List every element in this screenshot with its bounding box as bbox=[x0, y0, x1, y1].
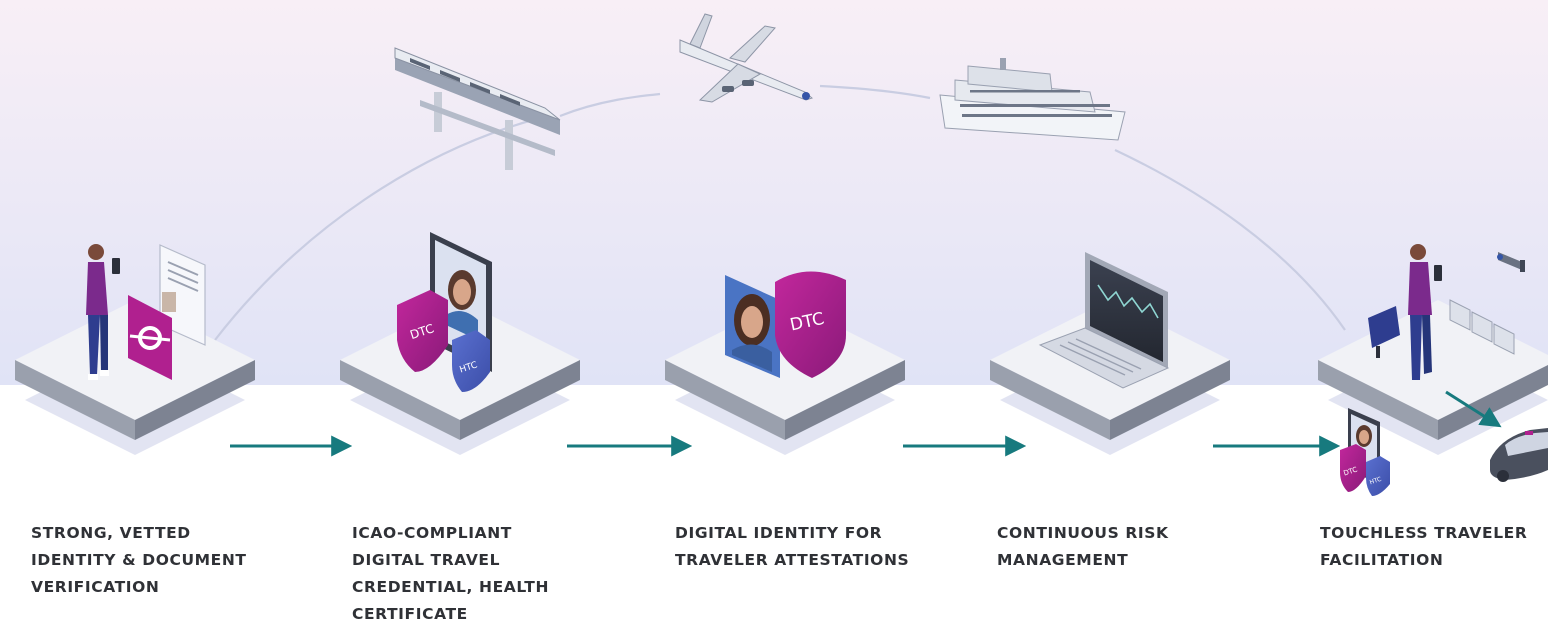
caption-touchless-facilitation: TOUCHLESS TRAVELER FACILITATION bbox=[1320, 520, 1527, 574]
caption-line: ICAO-COMPLIANT bbox=[352, 524, 512, 542]
caption-line: CERTIFICATE bbox=[352, 605, 468, 623]
digital-travel-credential-illustration: DTC HTC bbox=[397, 232, 492, 392]
digital-identity-illustration: DTC bbox=[725, 271, 846, 378]
caption-line: TRAVELER ATTESTATIONS bbox=[675, 551, 910, 569]
caption-line: CONTINUOUS RISK bbox=[997, 524, 1169, 542]
car-icon bbox=[1490, 428, 1548, 482]
security-camera-icon bbox=[1497, 252, 1525, 272]
caption-line: DIGITAL IDENTITY FOR bbox=[675, 524, 883, 542]
cruise-ship-icon bbox=[939, 58, 1126, 141]
luggage-icon bbox=[1368, 306, 1400, 358]
dtc-shield-icon: DTC bbox=[397, 290, 448, 372]
caption-line: FACILITATION bbox=[1320, 551, 1444, 569]
dtc-shield-icon: DTC bbox=[775, 271, 846, 378]
identity-verification-illustration bbox=[86, 244, 206, 380]
caption-risk-management: CONTINUOUS RISK MANAGEMENT bbox=[997, 520, 1169, 574]
caption-line: CREDENTIAL, HEALTH bbox=[352, 578, 550, 596]
airplane-icon bbox=[679, 13, 813, 103]
platform-touchless bbox=[1318, 300, 1548, 455]
caption-digital-identity: DIGITAL IDENTITY FOR TRAVELER ATTESTATIO… bbox=[675, 520, 909, 574]
risk-graph-icon bbox=[1097, 284, 1159, 319]
monorail-icon bbox=[394, 47, 561, 170]
touchless-traveler-illustration: DTC HTC bbox=[1340, 244, 1548, 496]
waiting-seats-icon bbox=[1449, 299, 1515, 355]
journey-arc bbox=[214, 84, 1346, 341]
laptop-risk-illustration bbox=[1038, 252, 1170, 389]
caption-digital-travel-credential: ICAO-COMPLIANT DIGITAL TRAVEL CREDENTIAL… bbox=[352, 520, 549, 628]
htc-shield-icon: HTC bbox=[452, 330, 490, 392]
caption-line: MANAGEMENT bbox=[997, 551, 1129, 569]
htc-badge-text: HTC bbox=[1369, 476, 1383, 486]
caption-line: DIGITAL TRAVEL bbox=[352, 551, 501, 569]
exit-arrow bbox=[1445, 390, 1502, 428]
caption-line: VERIFICATION bbox=[31, 578, 160, 596]
caption-line: STRONG, VETTED bbox=[31, 524, 191, 542]
mobile-credential-icon: DTC HTC bbox=[1340, 408, 1390, 496]
caption-line: IDENTITY & DOCUMENT bbox=[31, 551, 247, 569]
caption-identity-verification: STRONG, VETTED IDENTITY & DOCUMENT VERIF… bbox=[31, 520, 247, 601]
caption-line: TOUCHLESS TRAVELER bbox=[1320, 524, 1528, 542]
